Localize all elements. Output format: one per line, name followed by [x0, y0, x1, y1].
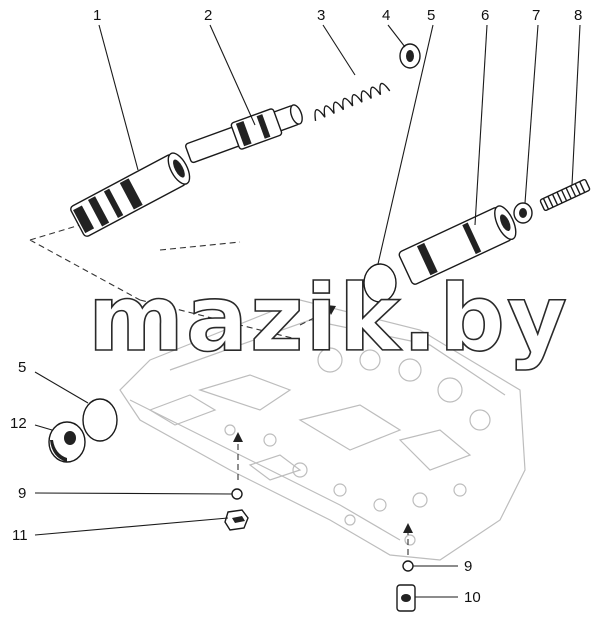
callout-4: 4 — [382, 7, 390, 24]
callout-6: 6 — [481, 7, 489, 24]
callout-10: 10 — [464, 589, 481, 606]
part-7-nut — [513, 202, 533, 224]
callout-9-upper: 9 — [18, 485, 26, 502]
callout-12: 12 — [10, 415, 27, 432]
part-6-valve-housing — [398, 205, 517, 285]
part-5-o-ring-upper — [363, 263, 397, 303]
callout-7: 7 — [532, 7, 540, 24]
part-3-spring — [314, 82, 391, 122]
callout-11: 11 — [12, 527, 28, 544]
part-8-adjusting-screw — [539, 178, 591, 212]
part-4-bushing — [399, 43, 421, 69]
callout-5-upper: 5 — [427, 7, 435, 24]
callout-9-lower: 9 — [464, 558, 472, 575]
callout-labels: 1 2 3 4 5 6 7 8 5 12 9 11 9 10 — [10, 7, 582, 606]
part-12-plug-cap — [48, 421, 86, 463]
assembly-guide-dashed — [29, 221, 301, 341]
part-10-fitting — [396, 584, 416, 612]
part-9-ball-lower — [402, 560, 414, 572]
callout-8: 8 — [574, 7, 582, 24]
callout-5-lower: 5 — [18, 359, 26, 376]
part-11-plug — [224, 509, 249, 531]
part-9-ball-upper — [231, 488, 243, 500]
valve-body-plate — [119, 299, 526, 561]
part-5-o-ring-lower — [82, 398, 118, 442]
callout-3: 3 — [317, 7, 325, 24]
callout-1: 1 — [93, 7, 101, 24]
callout-2: 2 — [204, 7, 212, 24]
leader-lines — [34, 24, 581, 598]
insertion-arrows — [233, 305, 413, 555]
part-2-plunger — [185, 104, 303, 164]
part-1-spool-sleeve — [70, 152, 191, 237]
watermark-text: mazik.by — [88, 265, 569, 372]
